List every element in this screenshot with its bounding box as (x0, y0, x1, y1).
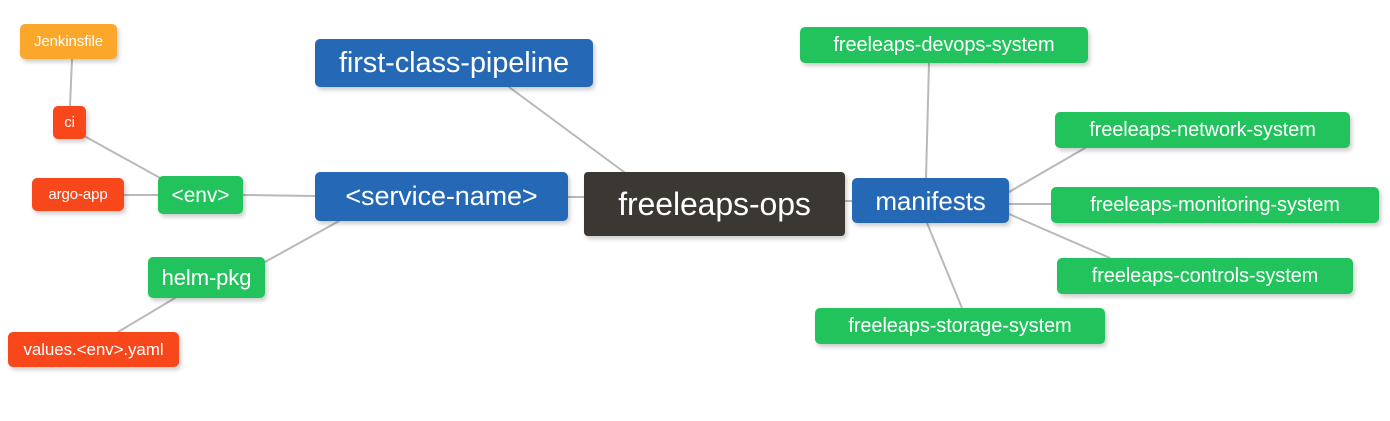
node-argo-app[interactable]: argo-app (32, 178, 124, 211)
edge-valuesyaml-helmpkg (117, 297, 176, 333)
node-freeleaps-controls-system[interactable]: freeleaps-controls-system (1057, 258, 1353, 294)
edge-helmpkg-servicename (264, 220, 340, 263)
node-jenkinsfile[interactable]: Jenkinsfile (20, 24, 117, 59)
node-service-name[interactable]: <service-name> (315, 172, 568, 221)
node-freeleaps-monitoring-system[interactable]: freeleaps-monitoring-system (1051, 187, 1379, 223)
edge-manifests-network (1008, 147, 1086, 193)
edge-manifests-storage (926, 222, 963, 309)
node-freeleaps-network-system[interactable]: freeleaps-network-system (1055, 112, 1350, 148)
edge-env-servicename (242, 194, 316, 197)
node-env[interactable]: <env> (158, 176, 243, 214)
edge-firstclasspipeline-freeleapsops (508, 86, 625, 173)
node-freeleaps-ops[interactable]: freeleaps-ops (584, 172, 845, 236)
node-values-yaml[interactable]: values.<env>.yaml (8, 332, 179, 367)
edge-jenkinsfile-ci (69, 58, 73, 107)
node-freeleaps-devops-system[interactable]: freeleaps-devops-system (800, 27, 1088, 63)
node-helm-pkg[interactable]: helm-pkg (148, 257, 265, 298)
node-manifests[interactable]: manifests (852, 178, 1009, 223)
node-first-class-pipeline[interactable]: first-class-pipeline (315, 39, 593, 87)
node-ci[interactable]: ci (53, 106, 86, 139)
edge-manifests-devops (925, 62, 930, 179)
edge-ci-env (85, 136, 163, 180)
node-freeleaps-storage-system[interactable]: freeleaps-storage-system (815, 308, 1105, 344)
